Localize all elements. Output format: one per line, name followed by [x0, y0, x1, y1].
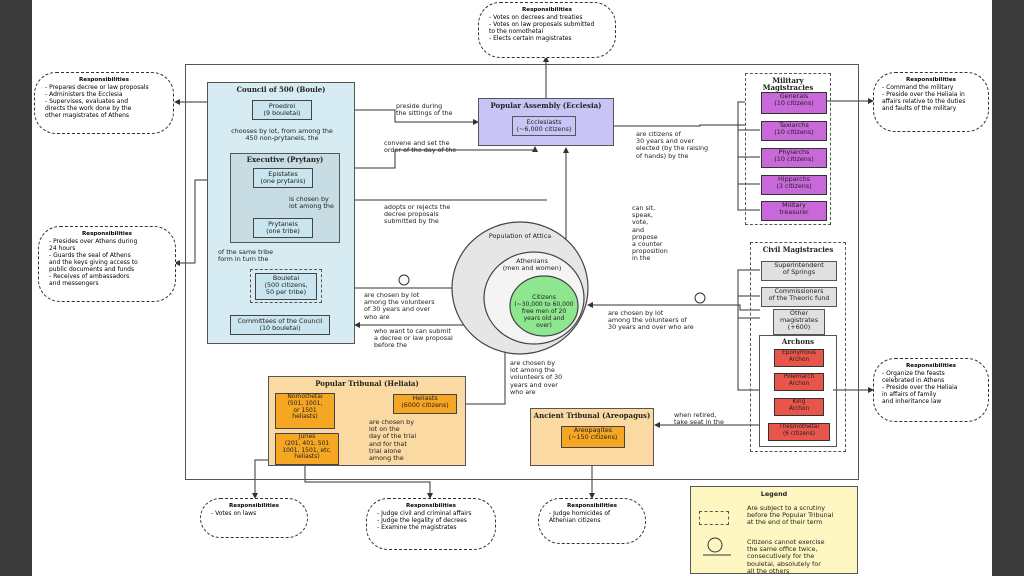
archons-box: Archons Eponymous Archon Polemarch Archo…	[759, 335, 837, 447]
responsibilities-text: - Judge civil and criminal affairs - Jud…	[377, 510, 472, 531]
civil-box: Civil Magistracies Superintendent of Spr…	[750, 242, 846, 452]
responsibilities-title: Responsibilities	[906, 363, 956, 369]
responsibilities-juries: Responsibilities - Judge civil and crimi…	[366, 498, 496, 550]
citizens-label: Citizens (~30,000 to 60,000 free men of …	[514, 294, 574, 329]
legend-dashed-swatch	[699, 511, 729, 525]
responsibilities-text: - Votes on decrees and treaties - Votes …	[489, 14, 595, 42]
legend-cycle-icon	[703, 537, 731, 556]
other-magistrates-box: Other magistrates (+600)	[773, 309, 825, 335]
legend-box: Legend Are subject to a scrutiny before …	[690, 486, 858, 574]
king-archon-box: King Archon	[774, 398, 824, 416]
executive-box: Executive (Prytany) Epistates (one pryta…	[230, 153, 340, 243]
responsibilities-boule: Responsibilities - Prepares decree or la…	[34, 72, 174, 134]
responsibilities-text: - Command the military - Preside over th…	[882, 84, 966, 112]
responsibilities-generals: Responsibilities - Command the military …	[873, 72, 989, 132]
military-box: Military Magistracies Generals (10 citiz…	[745, 73, 831, 225]
edge-label-chosen-lot: are chosen by lot among the volunteers o…	[364, 291, 435, 321]
military-title: Military Magistracies	[762, 76, 814, 93]
edge-label-convene: convene and set the order of the day of …	[384, 139, 457, 155]
areopagus-title: Ancient Tribunal (Areopagus)	[533, 411, 651, 420]
edge-label-chosen-day: are chosen by lot on the day of the tria…	[369, 418, 417, 463]
committees-box: Committees of the Council (10 bouletai)	[230, 315, 330, 335]
legend-title: Legend	[760, 490, 788, 498]
population-title: Population of Attica	[488, 232, 552, 240]
taxiarchs-box: Taxiarchs (10 citizens)	[761, 121, 827, 141]
springs-box: Superintendent of Springs	[761, 261, 837, 281]
edge-label-chosen-right: are chosen by lot among the volunteers o…	[608, 309, 694, 332]
edge-label-submit: who want to can submit a decree or law p…	[374, 327, 453, 350]
diagram-frame	[185, 64, 859, 480]
choose-text: chooses by lot, from among the 450 non-p…	[231, 127, 333, 143]
eponymous-archon-box: Eponymous Archon	[774, 349, 824, 367]
boule-box: Council of 500 (Boule) Proedroi (9 boule…	[207, 82, 355, 344]
responsibilities-title: Responsibilities	[79, 77, 129, 83]
responsibilities-text: - Presides over Athens during 24 hours -…	[49, 238, 138, 287]
edge-label-can-sit: can sit, speak, vote, and propose a coun…	[632, 204, 668, 263]
responsibilities-areopagus: Responsibilities - Judge homicides of At…	[538, 498, 646, 544]
assembly-title: Popular Assembly (Ecclesia)	[490, 101, 602, 110]
generals-box: Generals (10 citizens)	[761, 92, 827, 114]
phylarchs-box: Phylarchs (10 citizens)	[761, 148, 827, 168]
athenians-label: Athenians (men and women)	[502, 257, 562, 273]
responsibilities-title: Responsibilities	[229, 503, 279, 509]
civil-title: Civil Magistracies	[762, 245, 834, 254]
executive-title: Executive (Prytany)	[246, 155, 324, 164]
assembly-box: Popular Assembly (Ecclesia) Ecclesiasts …	[478, 98, 614, 146]
edge-label-adopts: adopts or rejects the decree proposals s…	[384, 203, 451, 226]
responsibilities-title: Responsibilities	[906, 77, 956, 83]
responsibilities-prytany: Responsibilities - Presides over Athens …	[38, 226, 176, 302]
hipparchs-box: Hipparchs (3 citizens)	[761, 175, 827, 195]
thesmothetai-box: Thesmothetai (6 citizens)	[768, 423, 830, 441]
ecclesiasts-box: Ecclesiasts (~6,000 citizens)	[512, 116, 576, 136]
theoric-box: Commissioners of the Theoric fund	[761, 287, 837, 307]
edge-label-elected: are citizens of 30 years and over electe…	[636, 130, 709, 160]
boule-title: Council of 500 (Boule)	[236, 85, 326, 94]
responsibilities-text: - Votes on laws	[211, 510, 257, 517]
responsibilities-text: - Prepares decree or law proposals - Adm…	[45, 84, 149, 119]
responsibilities-text: - Judge homicides of Athenian citizens	[549, 510, 611, 524]
edge-label-heliasts: are chosen by lot among the volunteers o…	[510, 359, 563, 396]
bouletai-dashed: Bouletai (500 citizens, 50 per tribe)	[250, 269, 322, 303]
edge-label-retired: when retired, take seat in the	[674, 411, 724, 427]
same-tribe-text: of the same tribe form in turn the	[218, 248, 274, 264]
chosen-text: is chosen by lot among the	[289, 195, 334, 211]
responsibilities-title: Responsibilities	[522, 7, 572, 13]
polemarch-archon-box: Polemarch Archon	[774, 373, 824, 391]
proedroi-box: Proedroi (9 bouletai)	[252, 100, 312, 120]
heliaia-box: Popular Tribunal (Heliaia) Nomothetai (5…	[268, 376, 466, 466]
heliasts-box: Heliasts (6000 citizens)	[393, 394, 457, 414]
bouletai-box: Bouletai (500 citizens, 50 per tribe)	[255, 273, 317, 300]
prytaneis-box: Prytaneis (one tribe)	[253, 218, 313, 238]
edge-label-preside: preside during the sittings of the	[396, 102, 453, 118]
areopagus-box: Ancient Tribunal (Areopagus) Areopagites…	[530, 408, 654, 466]
legend-item-scrutiny: Are subject to a scrutiny before the Pop…	[747, 504, 834, 527]
responsibilities-title: Responsibilities	[82, 231, 132, 237]
legend-item-office: Citizens cannot exercise the same office…	[747, 538, 825, 575]
juries-box: Juries (201, 401, 501 1001, 1501, etc. h…	[275, 433, 339, 465]
areopagites-box: Areopagites (~150 citizens)	[561, 426, 625, 448]
archons-title: Archons	[781, 337, 815, 346]
responsibilities-title: Responsibilities	[567, 503, 617, 509]
epistates-box: Epistates (one prytanis)	[253, 168, 313, 188]
responsibilities-assembly: Responsibilities - Votes on decrees and …	[478, 2, 616, 58]
responsibilities-title: Responsibilities	[406, 503, 456, 509]
military-treasurer-box: Military treasurer	[761, 201, 827, 221]
responsibilities-text: - Organize the feasts celebrated in Athe…	[882, 370, 958, 405]
responsibilities-nomothetai: Responsibilities - Votes on laws	[200, 498, 308, 538]
nomothetai-box: Nomothetai (501, 1001, or 1501 heliasts)	[275, 393, 335, 429]
responsibilities-archons: Responsibilities - Organize the feasts c…	[873, 358, 989, 422]
heliaia-title: Popular Tribunal (Heliaia)	[315, 379, 419, 388]
